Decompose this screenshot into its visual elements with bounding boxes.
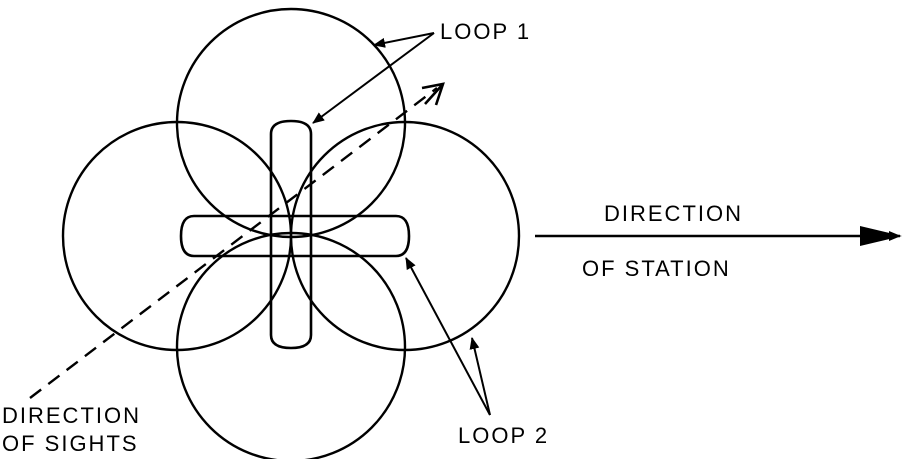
circle-left bbox=[61, 120, 293, 352]
loop-1-vertical-bar bbox=[269, 119, 313, 350]
direction-of-sights-label-line2: OF SIGHTS bbox=[2, 431, 139, 456]
circle-right bbox=[289, 120, 521, 352]
direction-of-sights-label-line1: DIRECTION bbox=[2, 403, 141, 428]
direction-of-station-label-line1: DIRECTION bbox=[604, 201, 743, 226]
loop-2-leaders bbox=[405, 257, 491, 416]
direction-of-station-arrowhead bbox=[860, 226, 902, 246]
loop-2-horizontal-bar bbox=[179, 214, 411, 258]
loop-2-label: LOOP 2 bbox=[458, 423, 549, 448]
direction-of-station-label-line2: OF STATION bbox=[582, 256, 731, 281]
loop-1-leaders bbox=[312, 32, 435, 124]
circle-bottom bbox=[175, 231, 407, 459]
direction-of-sights-line bbox=[29, 87, 438, 399]
loop-1-label: LOOP 1 bbox=[440, 19, 531, 44]
circle-top bbox=[175, 7, 407, 239]
direction-of-sights-arrowhead bbox=[421, 82, 445, 106]
